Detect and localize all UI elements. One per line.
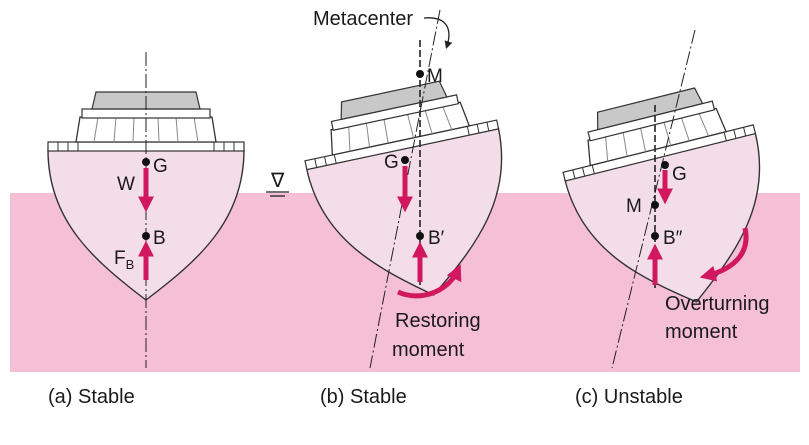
label-w-a: W xyxy=(117,174,135,195)
metacenter-pointer xyxy=(423,17,453,49)
label-fb-a: FB xyxy=(114,248,134,272)
point-g-b xyxy=(401,156,409,164)
point-g-a xyxy=(142,158,150,166)
overturning-moment-arrow xyxy=(699,227,749,282)
restoring-moment-label-1: Restoring xyxy=(395,310,481,332)
label-b-b: B′ xyxy=(428,228,445,249)
restoring-moment-label-2: moment xyxy=(392,339,465,361)
label-g-b: G xyxy=(384,152,399,173)
tilted-axis-c xyxy=(611,29,696,369)
point-b-b xyxy=(416,232,424,240)
caption-a: (a) Stable xyxy=(48,386,135,408)
water-level-symbol: ∇ xyxy=(266,170,289,197)
point-g-c xyxy=(661,161,669,169)
metacenter-label: Metacenter xyxy=(313,8,413,30)
caption-b: (b) Stable xyxy=(320,386,407,408)
point-m-b xyxy=(416,70,424,78)
restoring-moment-arrow xyxy=(396,264,462,299)
label-b-a: B xyxy=(153,228,166,249)
panel-b-stable: Metacenter M G B′ Restoring moment xyxy=(293,8,531,369)
caption-c: (c) Unstable xyxy=(575,386,683,408)
label-g-c: G xyxy=(672,164,687,185)
point-b-a xyxy=(142,232,150,240)
panel-c-unstable: G M B″ Overturning moment xyxy=(550,29,793,369)
label-m-b: M xyxy=(427,66,443,87)
water-level-glyph: ∇ xyxy=(270,170,285,192)
point-b-c xyxy=(651,232,659,240)
overturning-moment-label-1: Overturning xyxy=(665,293,770,315)
panel-a-stable: W G B FB xyxy=(47,52,245,368)
overturning-moment-label-2: moment xyxy=(665,321,738,343)
point-m-c xyxy=(651,201,659,209)
label-g-a: G xyxy=(153,156,168,177)
label-b-c: B″ xyxy=(663,228,683,249)
label-m-c: M xyxy=(626,196,642,217)
